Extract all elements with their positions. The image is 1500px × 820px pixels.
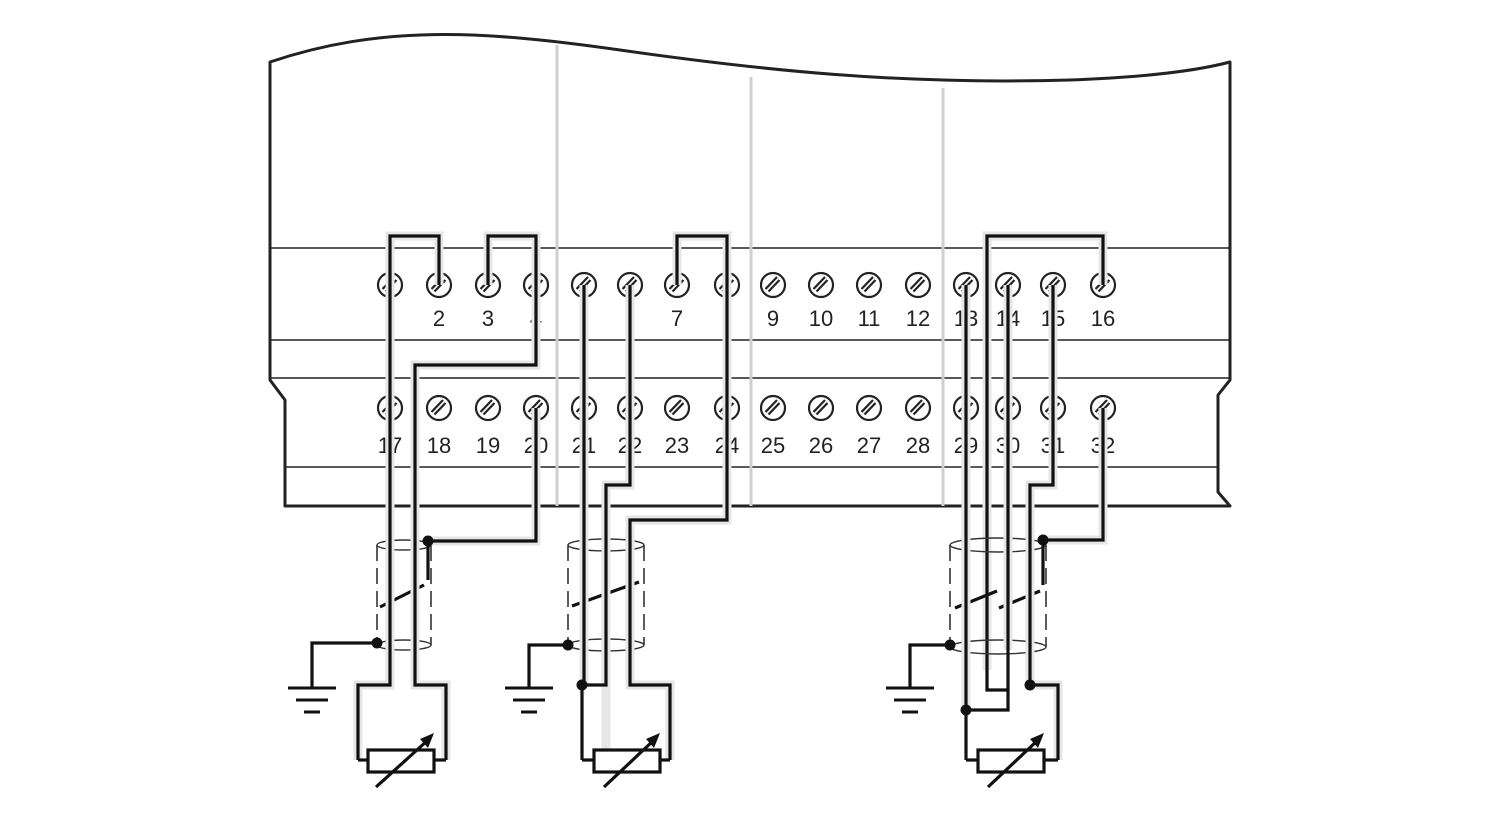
screw-terminal-icon xyxy=(904,394,932,422)
variable-resistor-icon xyxy=(358,733,446,789)
screw-terminal-icon xyxy=(663,394,691,422)
terminal-label: 18 xyxy=(427,433,451,458)
ground-wire xyxy=(310,641,377,688)
screw-terminal-icon xyxy=(855,271,883,299)
module-housing xyxy=(268,33,1232,508)
sensor-wire xyxy=(356,285,392,760)
jumper-wire xyxy=(486,234,538,285)
terminal-label: 26 xyxy=(809,433,833,458)
terminal-label: 23 xyxy=(665,433,689,458)
screw-terminal-icon xyxy=(807,271,835,299)
terminal-label: 10 xyxy=(809,306,833,331)
terminal-label: 25 xyxy=(761,433,785,458)
jumper-wire xyxy=(388,234,441,285)
sensor-rtd-4-wire xyxy=(886,231,1108,789)
terminal-label: 27 xyxy=(857,433,881,458)
screw-terminal-icon xyxy=(759,394,787,422)
sensor-wire xyxy=(628,285,729,760)
sensor-wire xyxy=(985,234,1105,670)
housing-outline xyxy=(268,33,1232,508)
screw-terminal-icon xyxy=(904,271,932,299)
ground-wire xyxy=(908,643,950,688)
ground-icon xyxy=(505,686,553,714)
sensor-wire xyxy=(413,285,538,760)
variable-resistor-icon xyxy=(582,733,670,789)
terminal-label: 9 xyxy=(767,306,779,331)
ground-wire xyxy=(527,643,568,688)
sensor-rtd-2-wire xyxy=(288,231,541,789)
sensor-rtd-3-wire xyxy=(505,231,732,789)
sensor-wire xyxy=(1028,285,1060,760)
sensor-wire xyxy=(966,670,1010,712)
shield-wire xyxy=(426,408,538,580)
terminal-label: 11 xyxy=(858,306,881,331)
variable-resistor-icon xyxy=(966,733,1058,789)
terminal-label: 7 xyxy=(671,306,683,331)
screw-terminal-icon xyxy=(425,394,453,422)
terminal-label: 16 xyxy=(1091,306,1115,331)
terminal-label: 19 xyxy=(476,433,500,458)
ground-icon xyxy=(886,686,934,714)
screw-terminal-icon xyxy=(807,394,835,422)
terminal-label: 3 xyxy=(482,306,494,331)
terminal-label: 12 xyxy=(906,306,930,331)
jumper-wire xyxy=(675,234,729,285)
sensor-wire xyxy=(582,285,632,687)
ground-icon xyxy=(288,686,336,714)
screw-terminal-icon xyxy=(759,271,787,299)
screw-terminal-icon xyxy=(474,394,502,422)
top-terminal-labels: 2 3 4 7 9 10 11 12 13 14 15 16 xyxy=(433,306,1115,331)
cable-shield-icon xyxy=(376,539,432,651)
shield-wire xyxy=(1041,408,1105,585)
terminal-label: 28 xyxy=(906,433,930,458)
terminal-label: 2 xyxy=(433,306,445,331)
screw-terminal-icon xyxy=(855,394,883,422)
